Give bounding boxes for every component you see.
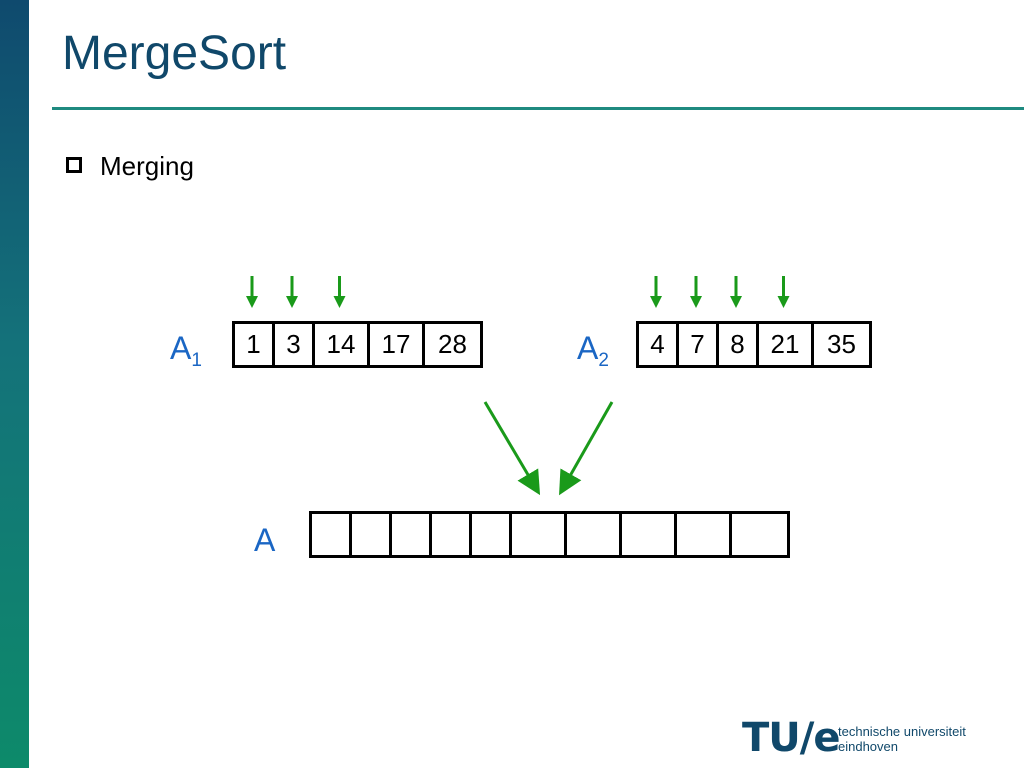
array-a-label: A bbox=[254, 522, 276, 558]
array-a1-cell: 1 bbox=[235, 324, 275, 365]
array-a-cell bbox=[432, 514, 472, 555]
array-a2-label: A2 bbox=[577, 332, 609, 370]
side-bar bbox=[0, 0, 29, 768]
array-a2-cell: 7 bbox=[679, 324, 719, 365]
slide-title: MergeSort bbox=[62, 27, 287, 80]
array-a2-label-sub: 2 bbox=[598, 350, 609, 371]
merge-arrow-from-a1 bbox=[483, 401, 541, 496]
array-a2-cell: 21 bbox=[759, 324, 814, 365]
bullet-text: Merging bbox=[100, 151, 194, 181]
pointer-arrows bbox=[246, 276, 790, 308]
array-a1-label-sub: 1 bbox=[191, 350, 202, 371]
array-a1-label-base: A bbox=[170, 330, 192, 366]
array-a-cell bbox=[472, 514, 512, 555]
array-a2-cell: 35 bbox=[827, 329, 856, 359]
array-a2-cell: 4 bbox=[639, 324, 679, 365]
array-a-cell bbox=[622, 514, 677, 555]
pointer-arrowhead-a1 bbox=[286, 296, 298, 308]
array-a bbox=[309, 511, 790, 558]
bullet-square-icon bbox=[66, 157, 82, 173]
array-a1-cell: 3 bbox=[275, 324, 315, 365]
pointer-arrowhead-a2 bbox=[690, 296, 702, 308]
title-divider bbox=[52, 107, 1024, 110]
array-a1-cell: 14 bbox=[315, 324, 370, 365]
array-a-cell bbox=[567, 514, 622, 555]
array-a-cell bbox=[392, 514, 432, 555]
pointer-arrowhead-a2 bbox=[650, 296, 662, 308]
merge-arrow-from-a2 bbox=[559, 401, 614, 496]
array-a-cell bbox=[312, 514, 352, 555]
array-a1-cell: 28 bbox=[438, 329, 467, 359]
tue-logo-subtext: technische universiteit eindhoven bbox=[838, 724, 966, 754]
pointer-arrowhead-a2 bbox=[777, 296, 790, 308]
tue-logo: TU/e bbox=[742, 715, 841, 761]
pointer-arrowhead-a1 bbox=[333, 296, 346, 308]
pointer-arrowhead-a1 bbox=[246, 296, 258, 308]
array-a1-label: A1 bbox=[170, 332, 202, 370]
array-a2-cell: 8 bbox=[719, 324, 759, 365]
pointer-arrowhead-a2 bbox=[730, 296, 742, 308]
array-a2-label-base: A bbox=[577, 330, 599, 366]
array-a-cell bbox=[352, 514, 392, 555]
array-a-cell bbox=[677, 514, 732, 555]
array-a1-cell: 17 bbox=[370, 324, 425, 365]
array-a-cell bbox=[512, 514, 567, 555]
